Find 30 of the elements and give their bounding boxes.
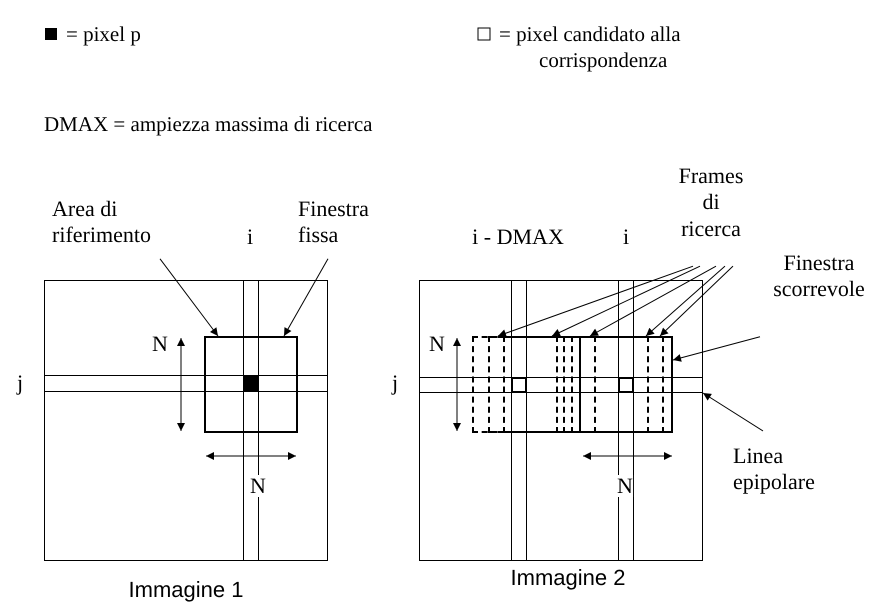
note-text: DMAX = ampiezza massima di ricerca bbox=[44, 114, 372, 135]
callout-text: Frames di ricerca bbox=[670, 163, 752, 242]
search-frame bbox=[503, 336, 596, 433]
callout-text: Area di riferimento bbox=[52, 196, 170, 249]
epipolar-band bbox=[419, 377, 702, 393]
axis-label: j bbox=[16, 372, 24, 394]
arrow bbox=[660, 266, 734, 336]
image-caption: Immagine 2 bbox=[510, 565, 626, 590]
search-frame bbox=[571, 336, 664, 433]
callout-text: Finestra fissa bbox=[298, 196, 378, 249]
dimension-label: N bbox=[617, 475, 633, 497]
arrow bbox=[702, 392, 764, 432]
window-box bbox=[204, 336, 298, 433]
axis-label: j bbox=[392, 372, 398, 394]
image-caption: Immagine 1 bbox=[128, 577, 244, 602]
callout-text: Finestra scorrevole bbox=[752, 250, 886, 303]
search-frame bbox=[472, 336, 565, 433]
legend-text: = pixel p bbox=[66, 21, 142, 48]
callout-text: Linea epipolare bbox=[733, 443, 833, 496]
arrow bbox=[160, 258, 218, 336]
dimension-label: N bbox=[250, 475, 266, 497]
arrow bbox=[646, 266, 726, 336]
window-box bbox=[579, 336, 673, 433]
arrow bbox=[552, 266, 700, 336]
legend-text: = pixel candidato alla corrispondenza bbox=[499, 21, 682, 74]
arrow bbox=[284, 258, 328, 336]
arrow bbox=[498, 266, 694, 338]
arrow bbox=[672, 336, 760, 362]
arrow bbox=[590, 266, 716, 336]
search-frame bbox=[556, 336, 649, 433]
